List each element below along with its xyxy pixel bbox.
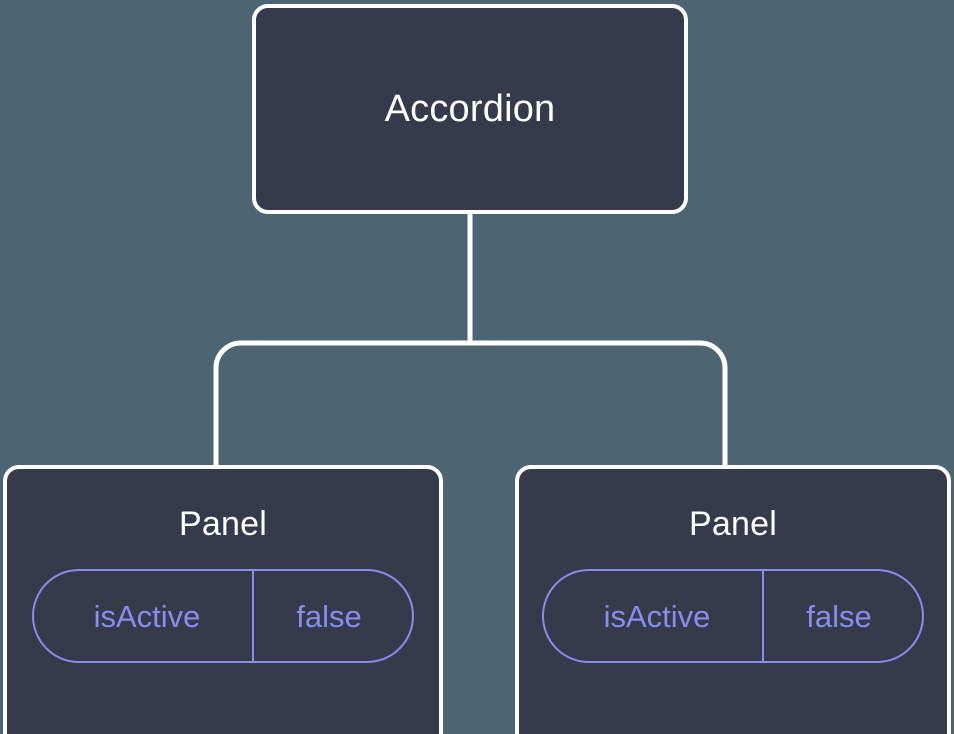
prop-key: isActive — [603, 598, 711, 634]
prop-value: false — [762, 571, 922, 661]
prop-key: isActive — [93, 598, 201, 634]
connector-branch-left — [213, 340, 470, 470]
node-title: Accordion — [384, 88, 556, 130]
node-title: Panel — [689, 505, 777, 543]
tree-node-accordion[interactable]: Accordion — [252, 4, 688, 214]
tree-node-panel-2[interactable]: Panel isActive false — [515, 465, 951, 734]
node-title: Panel — [179, 505, 267, 543]
prop-value: false — [252, 571, 412, 661]
tree-node-panel-1[interactable]: Panel isActive false — [3, 465, 443, 734]
prop-pill[interactable]: isActive false — [542, 569, 924, 663]
prop-pill[interactable]: isActive false — [32, 569, 414, 663]
connector-branch-right — [470, 340, 728, 470]
